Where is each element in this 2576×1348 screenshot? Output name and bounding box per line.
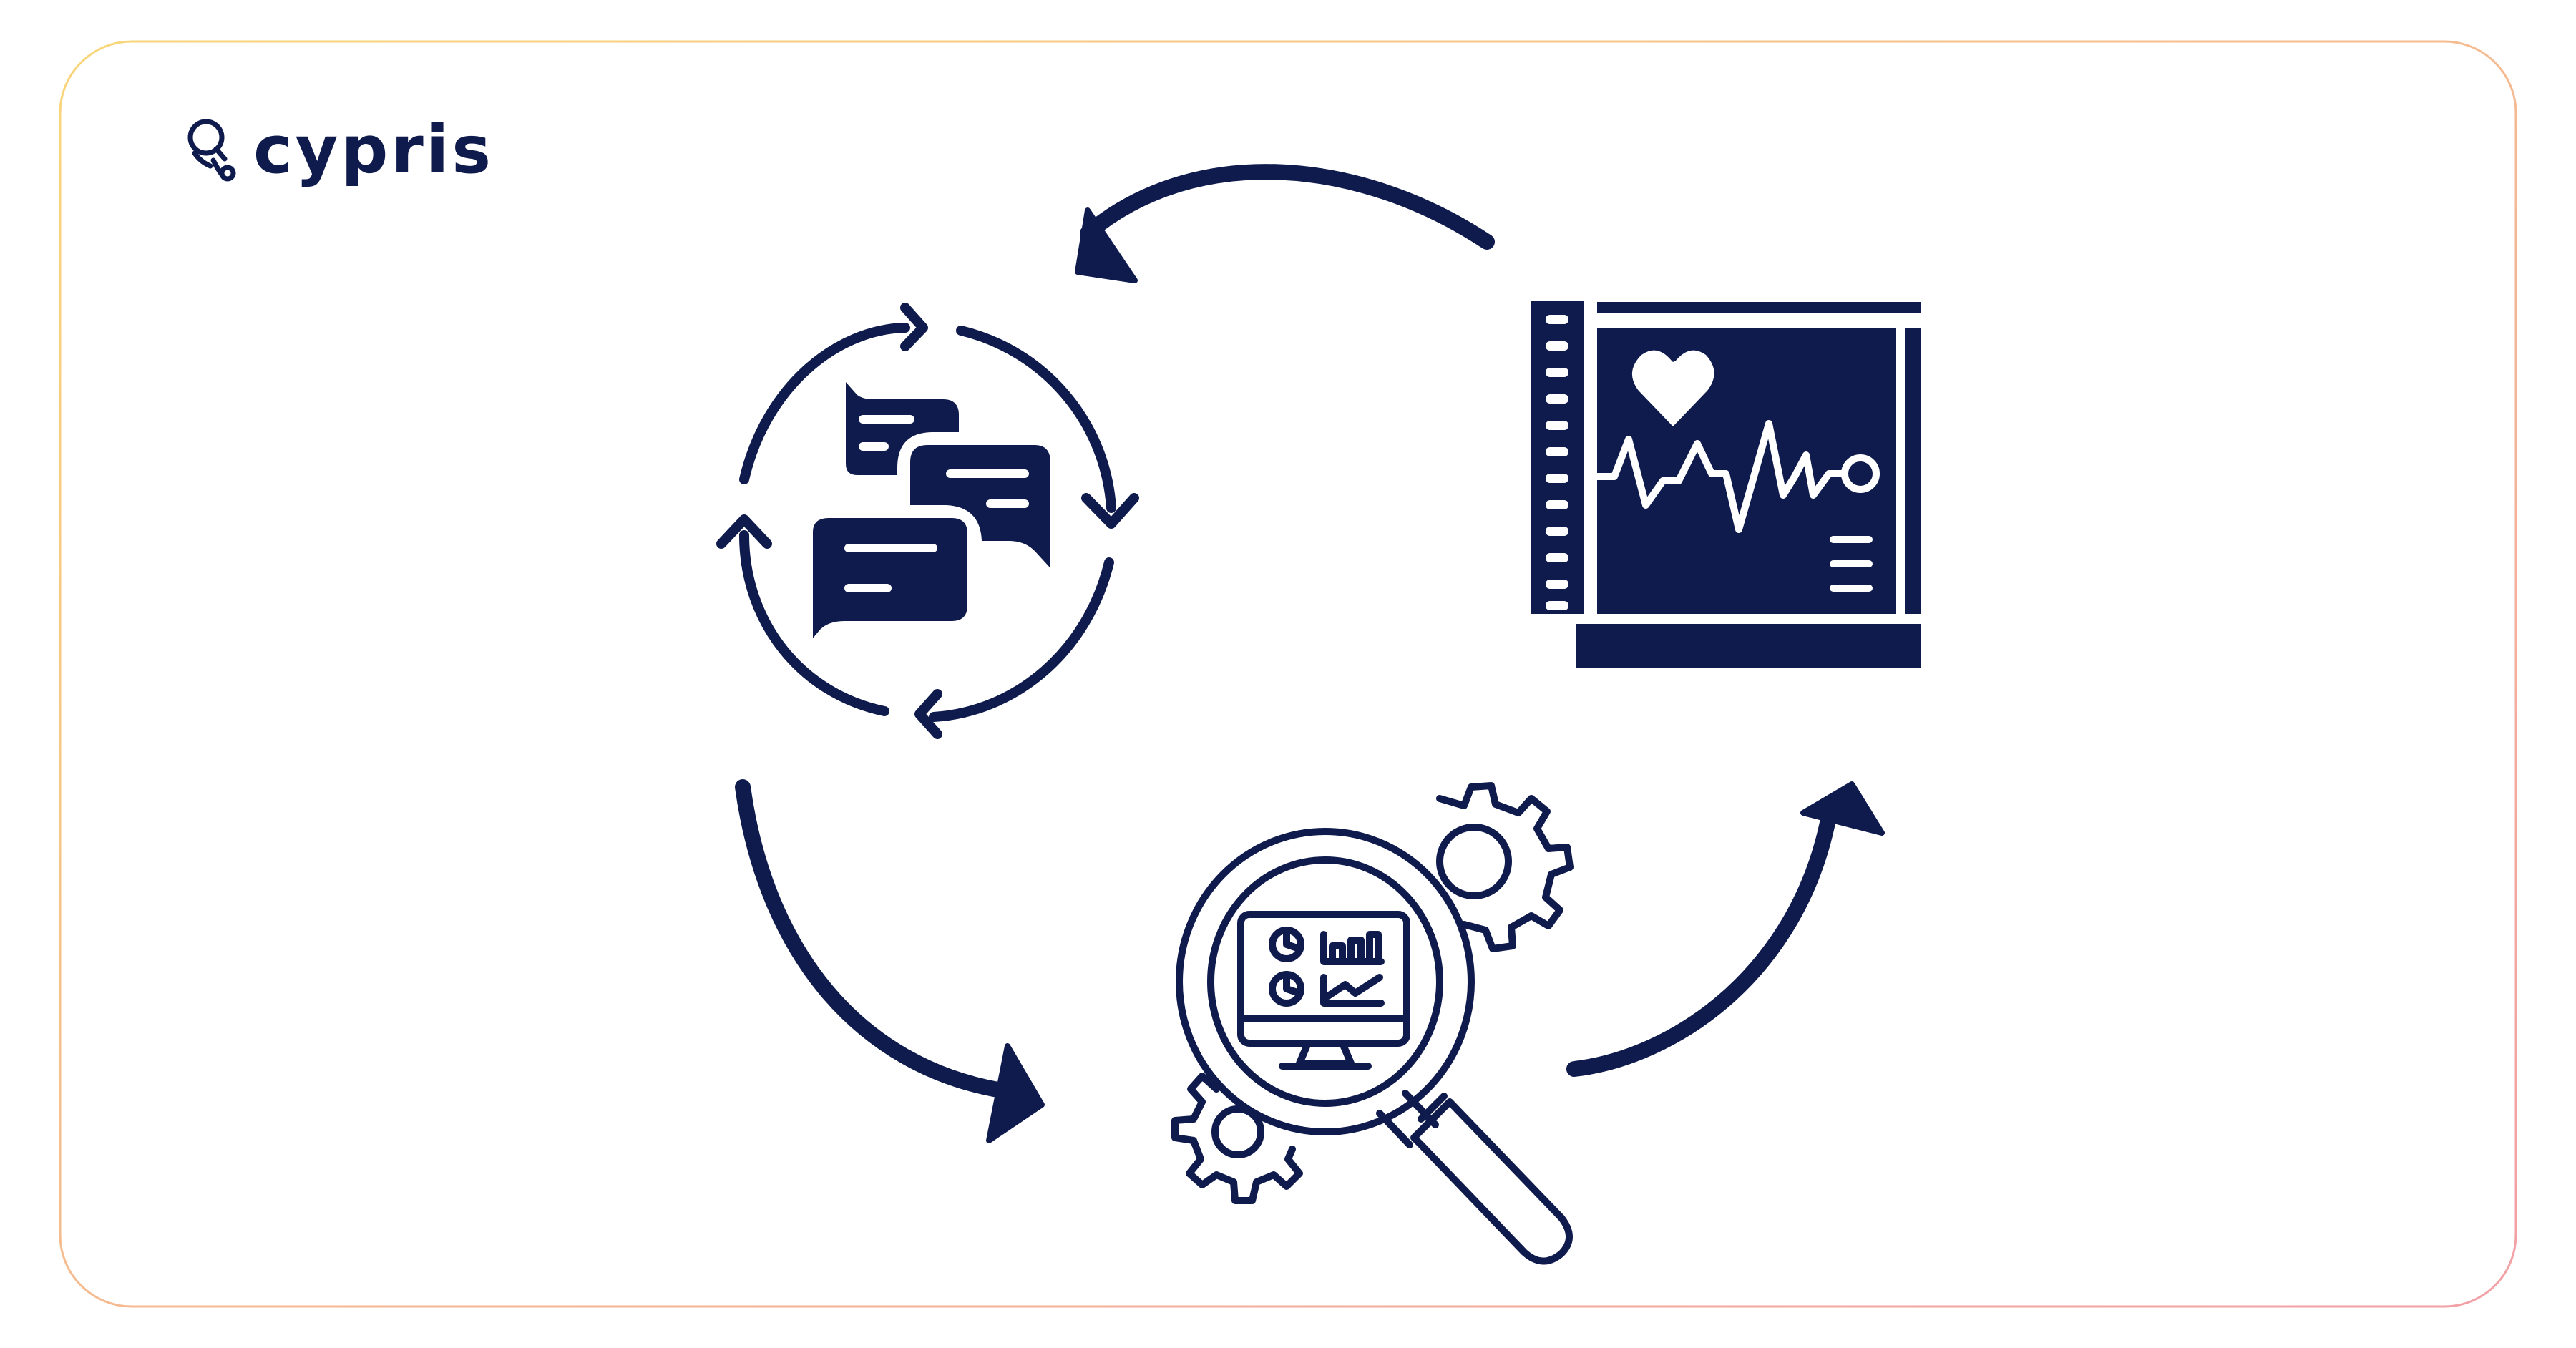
- curved-arrow-left-icon: [1075, 164, 1495, 283]
- brand-name: cypris: [253, 112, 494, 188]
- magnifier-dashboard-gears-icon: [1171, 782, 1574, 1265]
- curved-arrow-down-icon: [735, 779, 1045, 1143]
- cypris-logo: cypris: [185, 114, 494, 186]
- curved-arrow-up-icon: [1566, 781, 1885, 1077]
- cypris-logo-mark-icon: [187, 119, 236, 182]
- chat-feedback-cycle-icon: [716, 303, 1139, 739]
- health-monitor-screen-icon: [1531, 301, 1921, 668]
